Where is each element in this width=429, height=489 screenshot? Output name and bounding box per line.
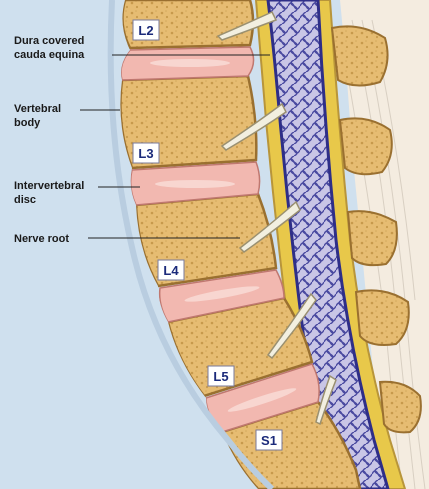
- vertebra-label-L4: L4: [158, 260, 184, 280]
- label-vertebral-line2: body: [14, 117, 41, 129]
- svg-text:L4: L4: [163, 263, 179, 278]
- svg-text:L3: L3: [138, 146, 153, 161]
- svg-text:L2: L2: [138, 23, 153, 38]
- vertebra-label-L3: L3: [133, 143, 159, 163]
- label-dura-line2: cauda equina: [14, 49, 85, 61]
- svg-text:S1: S1: [261, 433, 277, 448]
- label-disc-line2: disc: [14, 194, 36, 206]
- vertebra-label-L5: L5: [208, 366, 234, 386]
- vertebra-label-L2: L2: [133, 20, 159, 40]
- label-nerve-root: Nerve root: [14, 233, 69, 245]
- label-dura-line1: Dura covered: [14, 35, 84, 47]
- label-vertebral-line1: Vertebral: [14, 103, 61, 115]
- svg-text:L5: L5: [213, 369, 228, 384]
- label-disc-line1: Intervertebral: [14, 180, 84, 192]
- vertebra-label-S1: S1: [256, 430, 282, 450]
